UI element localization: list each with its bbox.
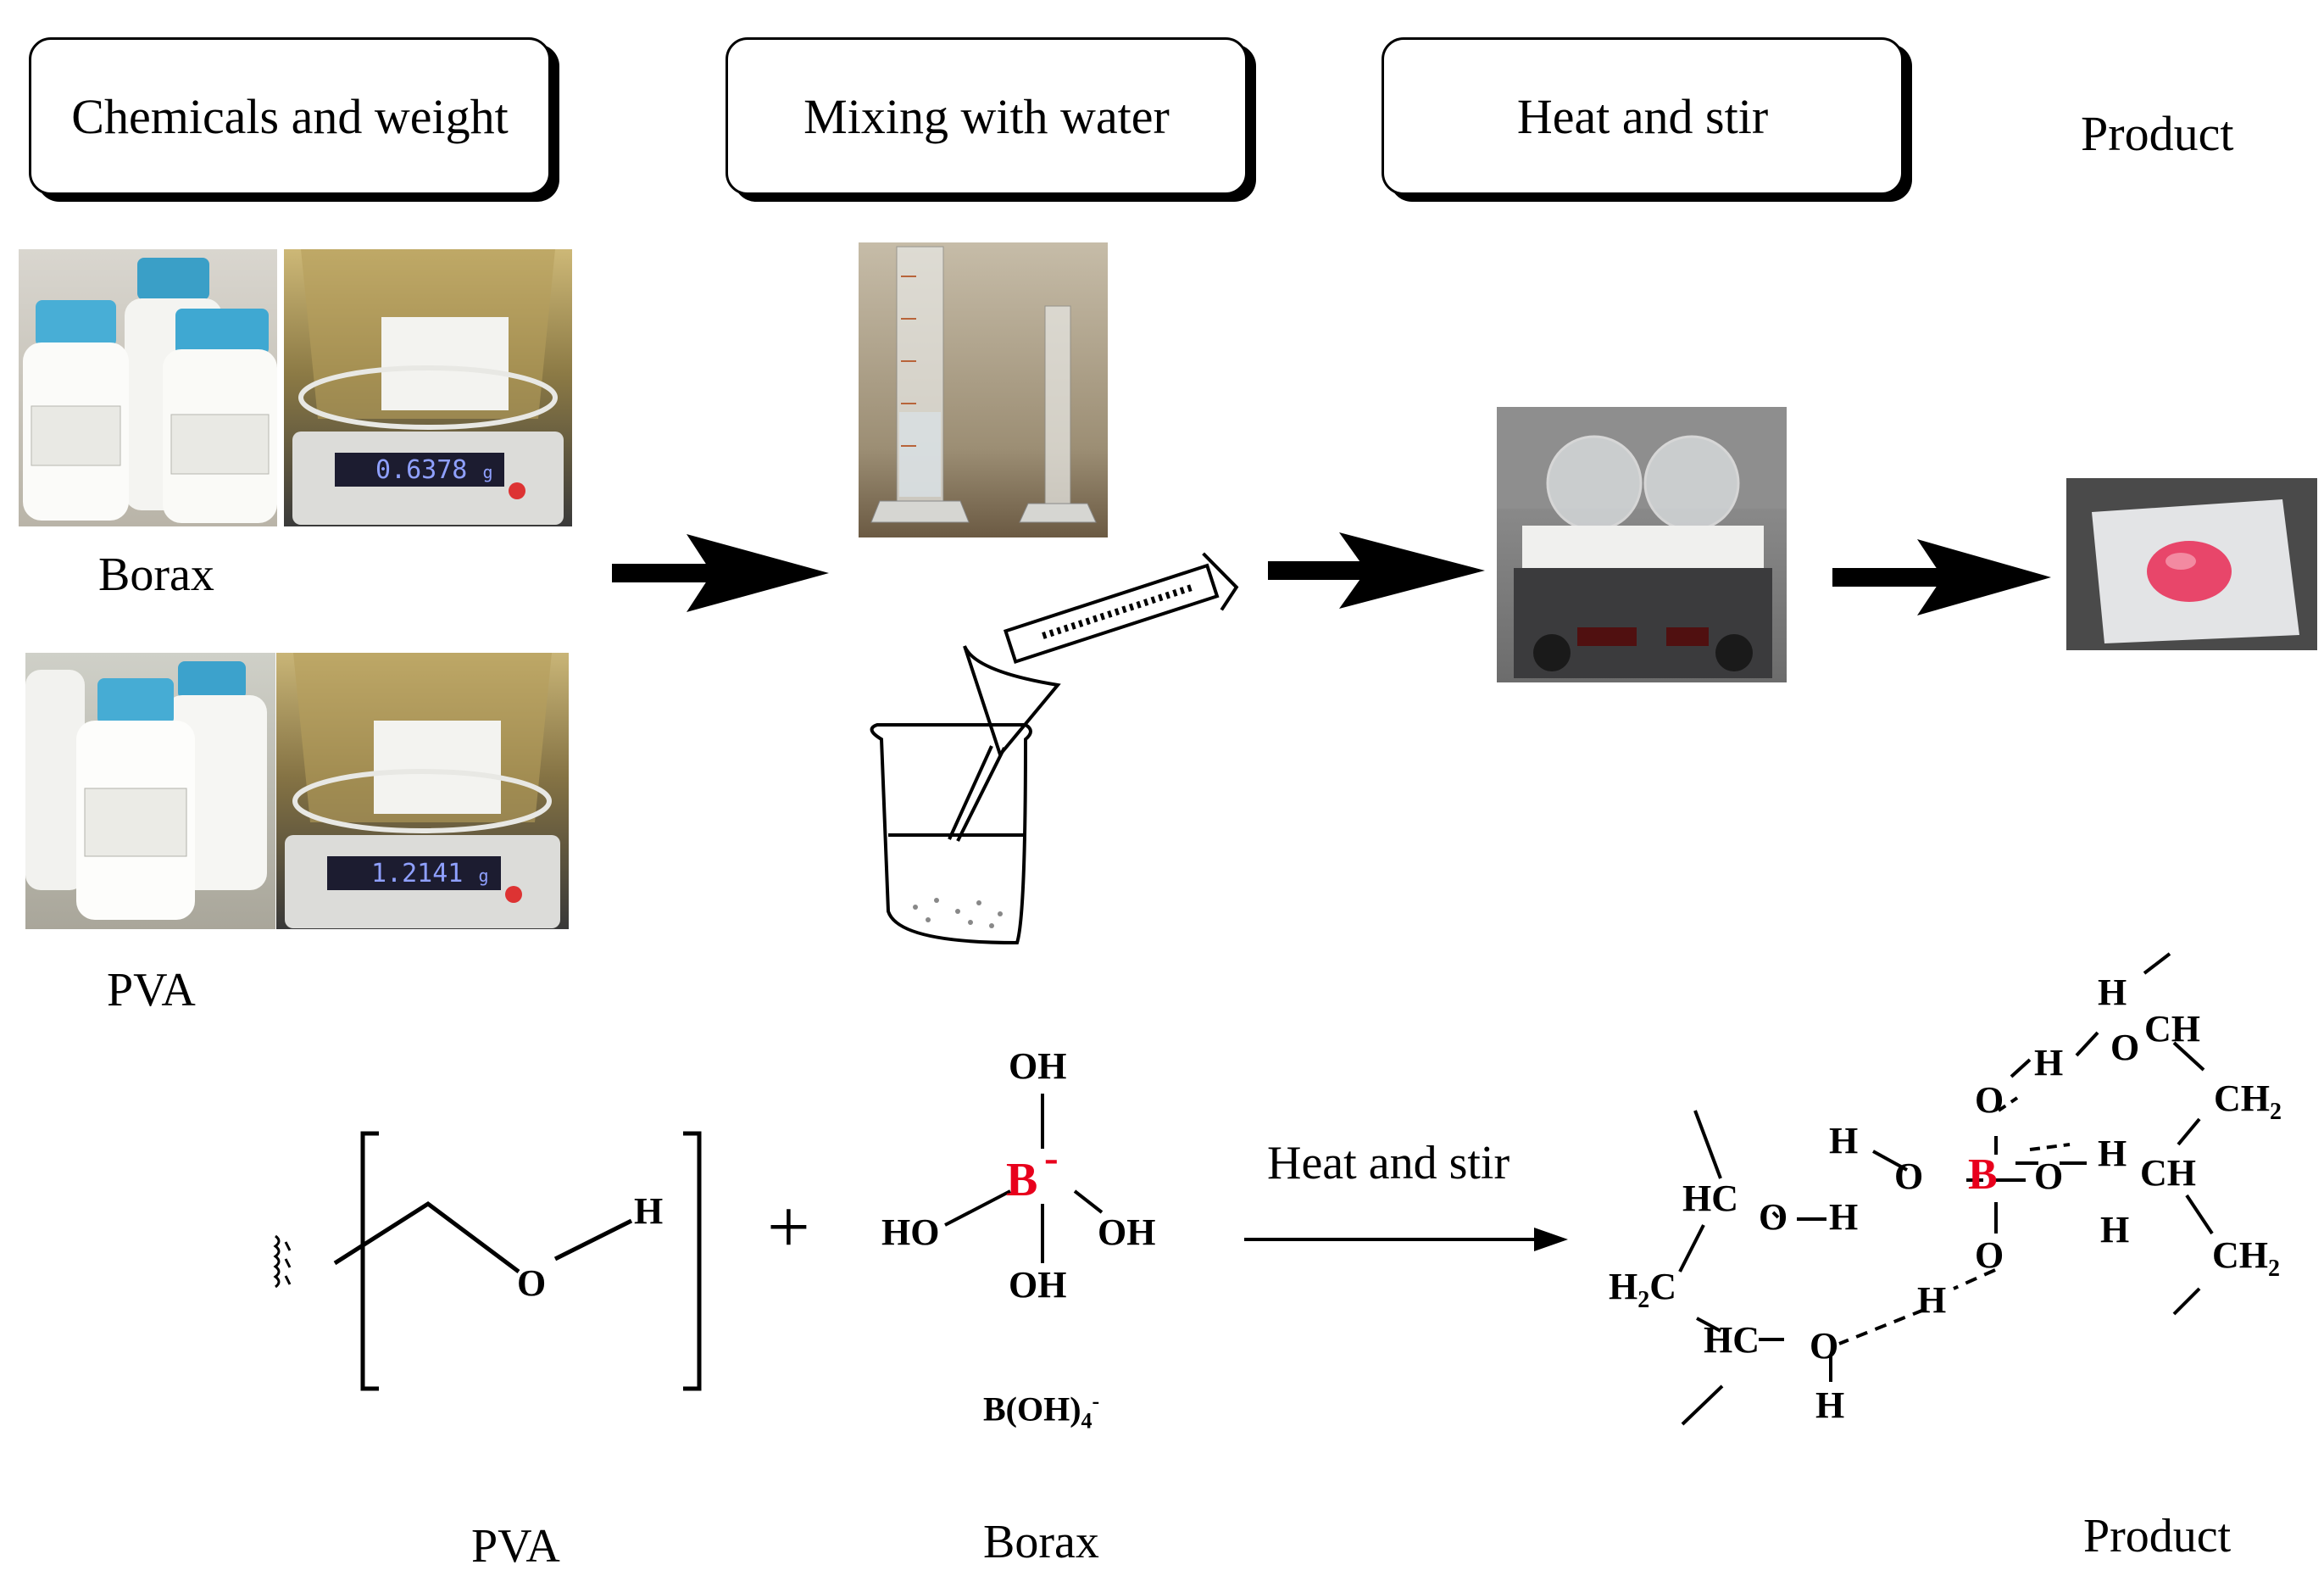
borax-scale-unit: g [482,462,493,482]
pva-bottles-photo [25,653,275,929]
pva-structure [273,1131,702,1391]
product-h-6: H [2100,1209,2130,1250]
borax-scale-photo: 0.6378 g [284,249,572,526]
pva-scale-unit: g [478,866,489,886]
pva-photo-label: PVA [107,964,196,1016]
step-label-product: Product [2081,106,2234,161]
product-o-7: O [1810,1325,1839,1367]
borax-atom-bottom: OH [1009,1264,1067,1306]
product-ch-1: CH [2144,1008,2200,1050]
borax-formula: B(OH)4- [983,1389,1100,1434]
borax-atom-top: OH [1009,1045,1067,1087]
product-o-4: O [2034,1156,2064,1197]
hot-plate-photo [1497,407,1787,682]
borax-charge: - [1044,1133,1059,1181]
borax-bottles-photo [19,249,277,526]
product-ch2-1: CH2 [2214,1078,2282,1125]
borax-atom-center: B [1006,1154,1038,1206]
reaction-product-label: Product [2083,1510,2232,1562]
product-hc-top: HC [1682,1178,1738,1219]
arrow-icon-1 [612,534,829,612]
graduated-cylinders-photo [859,242,1108,537]
product-o-1: O [1759,1196,1788,1238]
borax-structure [944,1094,1104,1263]
step-box-mixing: Mixing with water [726,37,1248,195]
borax-photo-label: Borax [98,549,214,601]
borax-atom-right: OH [1098,1211,1156,1253]
product-h-7: H [1917,1279,1947,1321]
product-o-2: O [1894,1156,1924,1197]
beaker-funnel-sketch [870,552,1239,945]
product-h-3: H [2034,1042,2064,1083]
product-h-4: H [2098,972,2127,1013]
product-h-2: H [1829,1120,1859,1161]
step-label-heat: Heat and stir [1516,88,1769,144]
product-h-1: H [1829,1196,1859,1238]
product-h2c: H2C [1609,1266,1677,1313]
product-ch2-2: CH2 [2212,1234,2280,1282]
product-gel-photo [2066,478,2317,650]
product-h-8: H [1815,1384,1845,1426]
step-label-mixing: Mixing with water [803,88,1170,144]
pva-scale-reading: 1.2141 [371,859,464,888]
reaction-pva-label: PVA [471,1520,560,1573]
arrow-icon-3 [1832,539,2051,615]
product-o-3: O [1975,1079,2004,1121]
reaction-borax-label: Borax [983,1516,1099,1568]
plus-sign: + [767,1185,810,1269]
pva-scale-photo: 1.2141 g [276,653,569,929]
step-label-chemicals: Chemicals and weight [71,88,509,144]
product-o-6: O [2110,1027,2140,1068]
arrow-icon-2 [1268,532,1485,609]
product-ch-2: CH [2140,1152,2196,1194]
reaction-arrow-icon [1244,1228,1568,1251]
reaction-arrow-label: Heat and stir [1267,1137,1510,1189]
product-structure-bonds [1678,952,2214,1426]
product-b: B [1968,1150,1998,1199]
pva-atom-o: O [517,1262,547,1304]
product-hc-bottom: HC [1704,1319,1760,1361]
product-h-5: H [2098,1133,2127,1174]
step-box-chemicals: Chemicals and weight [29,37,551,195]
beaker-bubbles [913,898,1003,928]
step-box-heat: Heat and stir [1382,37,1904,195]
borax-scale-reading: 0.6378 [375,455,468,485]
product-o-5: O [1975,1234,2004,1276]
borax-atom-left: HO [881,1211,940,1253]
pva-atom-h: H [634,1190,664,1232]
